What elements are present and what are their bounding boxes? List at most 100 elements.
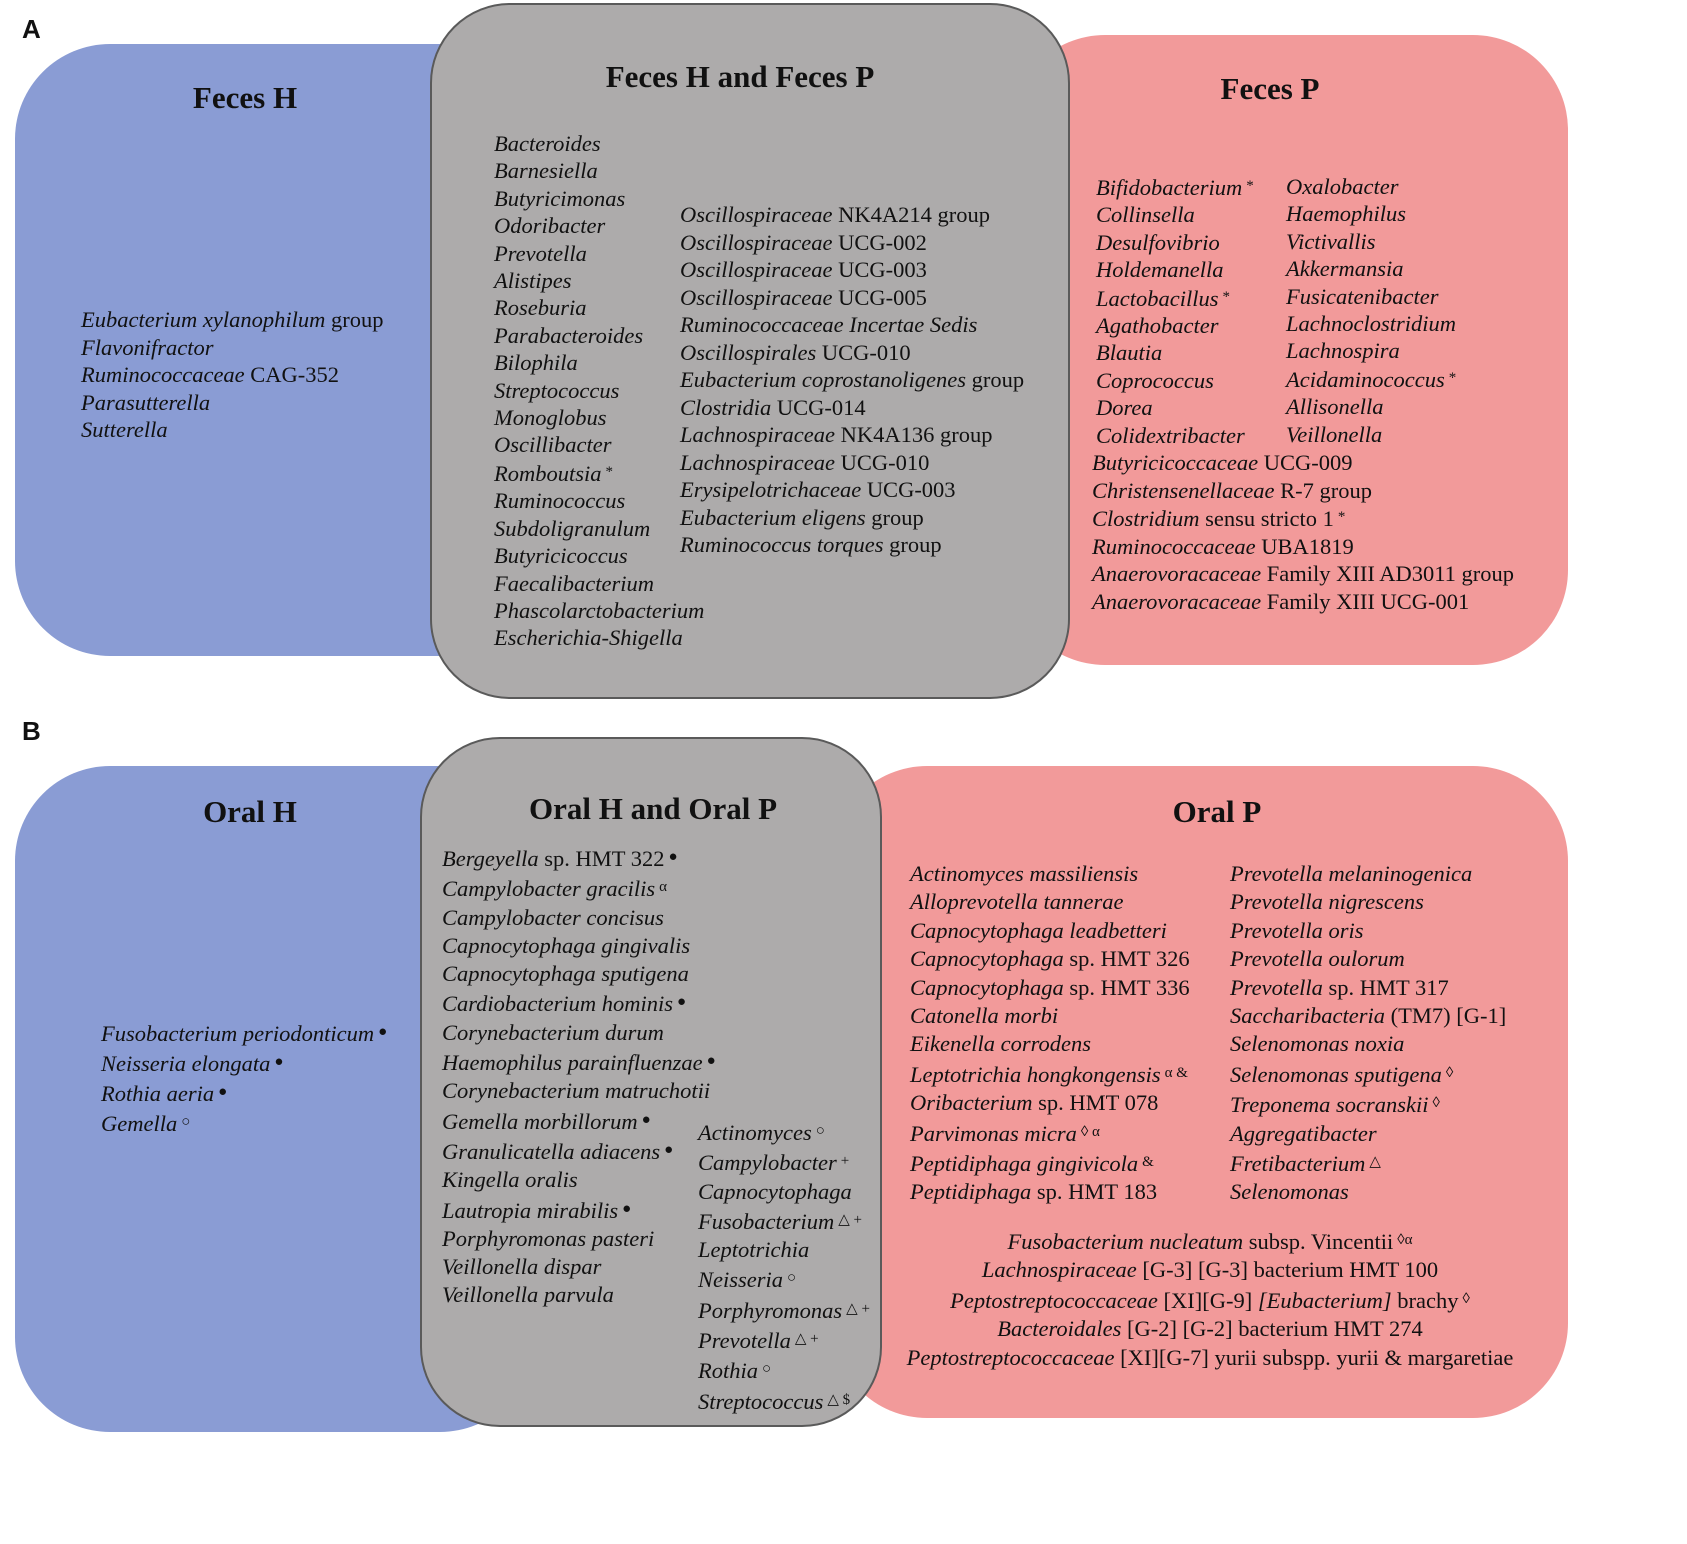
taxon-item: Oscillospiraceae NK4A214 group bbox=[680, 201, 1024, 229]
taxon-name: Aggregatibacter bbox=[1230, 1120, 1377, 1146]
taxon-rank-text: group bbox=[871, 504, 924, 530]
taxon-rank-text: [G-2] [G-2] bacterium HMT 274 bbox=[1127, 1316, 1423, 1342]
taxon-rank-text: (TM7) [G-1] bbox=[1390, 1003, 1507, 1029]
taxon-name: Oscillospiraceae bbox=[680, 229, 833, 255]
significance-symbol: ◊ bbox=[1445, 1064, 1454, 1081]
taxon-name: Capnocytophaga bbox=[910, 946, 1064, 972]
taxon-item: Eikenella corrodens bbox=[910, 1030, 1190, 1058]
taxon-item: Alistipes bbox=[494, 267, 704, 294]
taxon-name: Collinsella bbox=[1096, 202, 1195, 228]
taxon-name: Gemella bbox=[101, 1111, 178, 1136]
taxon-item: Butyricicoccus bbox=[494, 542, 704, 569]
taxon-item: Faecalibacterium bbox=[494, 570, 704, 597]
significance-symbol: ● bbox=[378, 1024, 388, 1040]
taxon-name: Parvimonas micra bbox=[910, 1120, 1077, 1146]
taxon-name: Flavonifractor bbox=[81, 334, 214, 360]
taxon-name: Eubacterium xylanophilum bbox=[81, 307, 326, 332]
taxon-item: Fusobacterium nucleatum subsp. Vincentii… bbox=[872, 1226, 1548, 1256]
taxon-name: [Eubacterium] bbox=[1257, 1287, 1392, 1313]
significance-symbol: * bbox=[1246, 178, 1254, 194]
taxon-item: Blautia bbox=[1096, 339, 1254, 366]
taxon-name: Veillonella bbox=[1286, 421, 1383, 447]
taxon-item: Oscillospiraceae UCG-003 bbox=[680, 256, 1024, 284]
taxon-item: Streptococcus△ $ bbox=[698, 1386, 870, 1416]
taxon-item: Oxalobacter bbox=[1286, 173, 1456, 200]
taxon-name: Corynebacterium matruchotii bbox=[442, 1078, 711, 1104]
taxon-item: Akkermansia bbox=[1286, 255, 1456, 282]
taxon-name: Escherichia-Shigella bbox=[494, 625, 683, 651]
taxon-item: Saccharibacteria (TM7) [G-1] bbox=[1230, 1002, 1506, 1030]
taxon-name: Capnocytophaga sputigena bbox=[442, 961, 689, 987]
panel-label-b: B bbox=[22, 716, 41, 746]
taxon-name: Kingella oralis bbox=[442, 1167, 578, 1193]
taxon-name: Oribacterium bbox=[910, 1090, 1033, 1116]
taxon-item: Kingella oralis bbox=[442, 1166, 716, 1194]
taxon-name: Bilophila bbox=[494, 350, 578, 376]
significance-symbol: * bbox=[1222, 288, 1231, 305]
taxon-rank-text: sp. HMT 078 bbox=[1038, 1090, 1159, 1116]
taxon-name: Bergeyella bbox=[442, 846, 539, 871]
taxon-item: Lautropia mirabilis● bbox=[442, 1195, 716, 1225]
taxon-name: Parasutterella bbox=[81, 389, 211, 415]
taxon-item: Colidextribacter bbox=[1096, 422, 1254, 449]
taxon-rank-text: Family XIII UCG-001 bbox=[1266, 588, 1470, 614]
oral-p-title: Oral P bbox=[1172, 794, 1262, 829]
taxon-item: Granulicatella adiacens● bbox=[442, 1136, 716, 1166]
taxon-item: Cardiobacterium hominis● bbox=[442, 988, 716, 1018]
taxon-name: Sutterella bbox=[81, 417, 168, 442]
taxon-name: Fretibacterium bbox=[1230, 1151, 1366, 1177]
significance-symbol: ● bbox=[274, 1054, 284, 1070]
taxon-item: Desulfovibrio bbox=[1096, 229, 1254, 256]
significance-symbol: ◊ bbox=[1432, 1095, 1440, 1112]
significance-symbol: α bbox=[659, 879, 667, 896]
taxon-item: Ruminococcaceae CAG-352 bbox=[81, 361, 383, 389]
taxon-name: Romboutsia bbox=[494, 460, 602, 486]
taxon-name: Faecalibacterium bbox=[494, 570, 654, 596]
taxon-item: Selenomonas bbox=[1230, 1178, 1506, 1206]
taxon-name: Prevotella oris bbox=[1230, 917, 1364, 943]
taxon-item: Bilophila bbox=[494, 349, 704, 376]
taxon-item: Neisseria elongata● bbox=[101, 1048, 387, 1078]
taxon-name: Ruminococcaceae bbox=[81, 362, 245, 387]
taxon-name: Leptotrichia bbox=[698, 1237, 810, 1263]
taxon-name: Catonella morbi bbox=[910, 1003, 1059, 1029]
significance-symbol: △ + bbox=[838, 1211, 862, 1228]
taxon-item: Prevotella oris bbox=[1230, 917, 1506, 945]
taxon-name: Bacteroides bbox=[494, 131, 601, 156]
taxon-name: Acidaminococcus bbox=[1286, 366, 1445, 392]
taxon-name: Capnocytophaga gingivalis bbox=[442, 932, 691, 958]
taxon-item: Haemophilus parainfluenzae● bbox=[442, 1047, 716, 1077]
taxon-item: Clostridium sensu stricto 1* bbox=[1092, 504, 1514, 533]
taxon-name: Oscillospirales bbox=[680, 339, 817, 365]
taxon-item: Prevotella sp. HMT 317 bbox=[1230, 974, 1506, 1002]
oral-shared-box: Oral H and Oral P Bergeyella sp. HMT 322… bbox=[420, 737, 882, 1427]
taxon-item: Oribacterium sp. HMT 078 bbox=[910, 1089, 1190, 1117]
significance-symbol: ● bbox=[677, 994, 687, 1011]
feces-p-title: Feces P bbox=[1220, 71, 1320, 106]
oral-shared-col1: Bergeyella sp. HMT 322●Campylobacter gra… bbox=[442, 843, 716, 1310]
taxon-item: Neisseria○ bbox=[698, 1264, 870, 1294]
taxon-item: Catonella morbi bbox=[910, 1002, 1190, 1030]
taxon-item: Escherichia-Shigella bbox=[494, 624, 704, 651]
taxon-name: Prevotella bbox=[1230, 974, 1323, 1000]
taxon-item: Peptidiphaga sp. HMT 183 bbox=[910, 1178, 1190, 1206]
taxon-name: Prevotella oulorum bbox=[1230, 946, 1405, 972]
taxon-rank-text: UCG-005 bbox=[838, 284, 927, 310]
taxon-name: Leptotrichia hongkongensis bbox=[910, 1061, 1161, 1087]
taxon-name: Capnocytophaga bbox=[698, 1178, 852, 1204]
taxon-name: Streptococcus bbox=[494, 377, 620, 403]
taxon-item: Capnocytophaga gingivalis bbox=[442, 932, 716, 960]
taxon-item: Oscillospiraceae UCG-005 bbox=[680, 284, 1024, 312]
taxon-item: Coprococcus bbox=[1096, 367, 1254, 394]
taxon-name: Coprococcus bbox=[1096, 367, 1214, 393]
taxon-item: Bergeyella sp. HMT 322● bbox=[442, 843, 716, 873]
taxon-rank-text: [G-3] [G-3] bacterium HMT 100 bbox=[1142, 1257, 1439, 1283]
taxon-item: Prevotella△ + bbox=[698, 1325, 870, 1355]
